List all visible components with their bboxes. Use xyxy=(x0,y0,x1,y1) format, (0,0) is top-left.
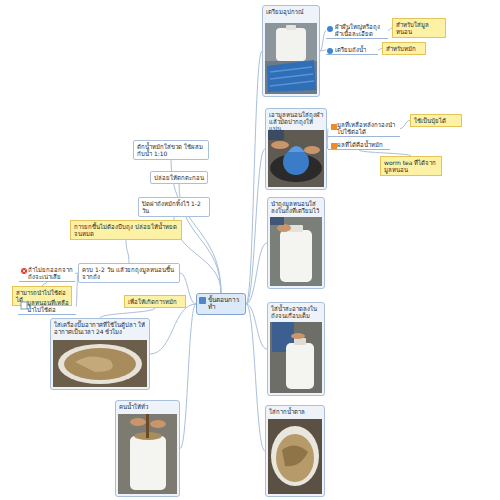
node-text: ผลที่ได้คือน้ำหมัก xyxy=(337,141,388,148)
photo-topic-box: เตรียมอุปกรณ์ xyxy=(262,5,320,97)
topic-box: ปิดฝาถังหมักทิ้งไว้ 1-2 วัน xyxy=(138,197,210,217)
cross-mark xyxy=(23,270,26,273)
photo-tank-inside xyxy=(268,419,322,494)
branch-connector xyxy=(246,51,262,304)
node-text: เพื่อให้เกิดการหมัก xyxy=(128,298,182,305)
subtopic-label: ผลที่ได้คือน้ำหมัก xyxy=(328,140,390,150)
branch-connector xyxy=(246,243,267,304)
photo-topic-box: ใส่น้ำสะอาดลงในถังจนเกือบเต็ม xyxy=(267,302,325,396)
photo-bagging xyxy=(268,130,324,187)
subtopic-label: มูลที่เหลือหลังกรองนำไปใช้ต่อได้ xyxy=(328,120,400,137)
node-text: เอามูลหนอนใส่ถุงผ้าแล้วมัดปากถุงให้แน่น xyxy=(269,111,323,129)
subtopic-label: ผ้าผืนใหญ่หรือถุงผ้าเนื้อละเอียด xyxy=(326,22,388,39)
node-text: worm tea ที่ได้จากมูลหนอน xyxy=(384,159,438,173)
node-text: ปิดฝาถังหมักทิ้งไว้ 1-2 วัน xyxy=(142,200,206,214)
photo-stirring xyxy=(118,414,177,494)
node-text: ใช้เป็นปุ๋ยได้ xyxy=(414,117,458,124)
node-text: มูลหนอนที่เหลือนำไปใช้ต่อ xyxy=(27,299,74,313)
document-icon xyxy=(21,302,27,309)
node-text: การยกขึ้นไม่ต้องบีบถุง ปล่อยให้น้ำหยดจนห… xyxy=(74,223,178,237)
info-icon xyxy=(327,26,333,32)
branch-connector xyxy=(126,240,129,263)
branch-connector xyxy=(150,304,196,354)
callout-note: worm tea ที่ได้จากมูลหนอน xyxy=(380,156,442,176)
callout-note: สำหรับหมัก xyxy=(382,42,426,55)
callout-note: สำหรับใส่มูลหนอน xyxy=(392,18,446,38)
photo-tank xyxy=(270,217,322,286)
subtopic-label: ถ้าไม่ยกออกจากถังจะเน่าเสีย xyxy=(19,265,75,282)
center-icon xyxy=(199,297,206,304)
node-text: ครบ 1-2 วัน แล้วยกถุงมูลหนอนขึ้นจากถัง xyxy=(82,266,176,280)
photo-topic-box: ใส่กากน้ำตาล xyxy=(265,405,325,497)
callout-note: เพื่อให้เกิดการหมัก xyxy=(124,295,186,308)
central-topic: ขั้นตอนการทำ xyxy=(196,293,246,315)
node-text: ผ้าผืนใหญ่หรือถุงผ้าเนื้อละเอียด xyxy=(335,23,386,37)
node-text: ใส่กากน้ำตาล xyxy=(269,408,321,418)
node-text: คนน้ำให้ทั่ว xyxy=(119,403,176,413)
node-text: สำหรับหมัก xyxy=(386,45,422,52)
task-icon xyxy=(331,124,337,130)
branch-connector xyxy=(246,304,265,451)
node-text: ใส่เครื่องปั๊มอากาศที่ใช้ในตู้ปลา ให้อาก… xyxy=(54,321,146,339)
node-text: มูลที่เหลือหลังกรองนำไปใช้ต่อได้ xyxy=(337,121,398,135)
node-text: ขั้นตอนการทำ xyxy=(208,297,242,311)
node-text: ปล่อยให้ตกตะกอน xyxy=(154,174,204,181)
callout-note: การยกขึ้นไม่ต้องบีบถุง ปล่อยให้น้ำหยดจนห… xyxy=(70,220,182,240)
photo-topic-box: นำถุงมูลหนอนใส่ลงในถังที่เตรียมไว้ xyxy=(267,197,325,289)
node-text: สำหรับใส่มูลหนอน xyxy=(396,21,442,35)
task-icon xyxy=(331,143,337,149)
branch-connector xyxy=(100,308,155,318)
photo-equipment xyxy=(265,23,317,94)
photo-topic-box: คนน้ำให้ทั่ว xyxy=(115,400,180,497)
node-text: ใส่น้ำสะอาดลงในถังจนเกือบเต็ม xyxy=(271,305,321,321)
cross-icon xyxy=(21,268,27,274)
node-text: เตรียมอุปกรณ์ xyxy=(266,8,316,22)
photo-filling xyxy=(270,322,322,393)
photo-aeration xyxy=(53,340,147,387)
branch-connector xyxy=(180,304,196,449)
callout-note: ใช้เป็นปุ๋ยได้ xyxy=(410,114,462,127)
node-text: ถ้าไม่ยกออกจากถังจะเน่าเสีย xyxy=(28,266,73,280)
subtopic-label: เตรียมถังน้ำ xyxy=(326,45,378,55)
topic-box: ปล่อยให้ตกตะกอน xyxy=(150,171,208,184)
node-text: ตักน้ำหมักใส่ขวด ใช้ผสมกับน้ำ 1:10 xyxy=(137,143,205,157)
subtopic-label: มูลหนอนที่เหลือนำไปใช้ต่อ xyxy=(18,298,76,315)
node-text: เตรียมถังน้ำ xyxy=(335,46,376,53)
info-icon xyxy=(327,48,333,54)
topic-box: ตักน้ำหมักใส่ขวด ใช้ผสมกับน้ำ 1:10 xyxy=(133,140,209,160)
topic-box: ครบ 1-2 วัน แล้วยกถุงมูลหนอนขึ้นจากถัง xyxy=(78,263,180,283)
branch-connector xyxy=(400,121,410,129)
photo-topic-box: ใส่เครื่องปั๊มอากาศที่ใช้ในตู้ปลา ให้อาก… xyxy=(50,318,150,390)
node-text: นำถุงมูลหนอนใส่ลงในถังที่เตรียมไว้ xyxy=(271,200,321,216)
topic-icons xyxy=(21,26,337,309)
photo-topic-box: เอามูลหนอนใส่ถุงผ้าแล้วมัดปากถุงให้แน่น xyxy=(265,108,327,190)
